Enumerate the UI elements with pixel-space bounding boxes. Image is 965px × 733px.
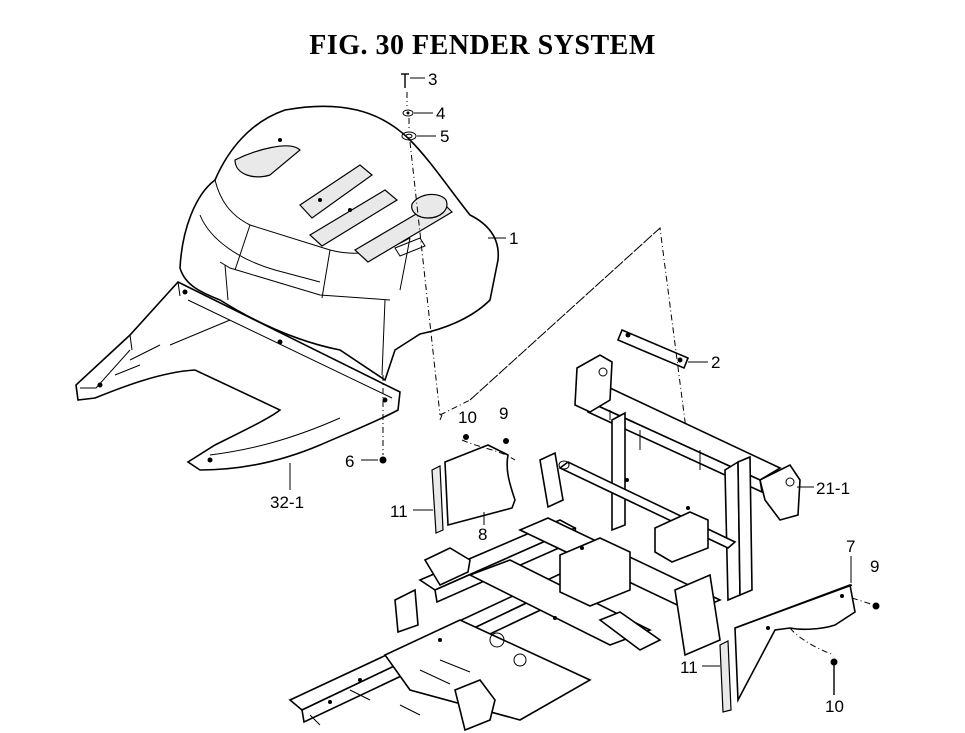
callout-2: 2: [711, 353, 720, 372]
nut-9-right: [872, 602, 880, 610]
callout-3: 3: [428, 70, 437, 89]
callout-5: 5: [440, 127, 449, 146]
strip-right: [719, 640, 732, 713]
side-panel-left: [444, 434, 516, 527]
side-panel-right: [734, 583, 875, 703]
strip-left: [431, 465, 444, 534]
callout-8: 8: [478, 525, 487, 544]
callout-21-1: 21-1: [816, 479, 850, 498]
callout-10-left: 10: [458, 408, 477, 427]
callout-9-right: 9: [870, 557, 879, 576]
callout-11-left: 11: [390, 502, 408, 521]
figure-title: FIG. 30 FENDER SYSTEM: [309, 30, 656, 61]
bolt-washer-stack: [401, 73, 441, 416]
callout-4: 4: [436, 104, 445, 123]
callouts: 3 4 5 1 2 6 32-1 10 9 11 8 21-1 7 9: [270, 70, 879, 716]
callout-6: 6: [345, 452, 354, 471]
screw-10-right: [830, 658, 838, 666]
fender-body: [179, 105, 499, 382]
callout-1: 1: [509, 229, 518, 248]
base-plate: [75, 281, 401, 471]
callout-10-right: 10: [825, 697, 844, 716]
callout-9-left: 9: [499, 404, 508, 423]
bracket-bar: [616, 328, 690, 370]
callout-32-1: 32-1: [270, 493, 304, 512]
callout-7: 7: [846, 537, 855, 556]
callout-11-right: 11: [680, 658, 698, 677]
guide-lines: [439, 226, 691, 461]
nut-6: [379, 375, 387, 464]
main-frame: [288, 354, 801, 732]
